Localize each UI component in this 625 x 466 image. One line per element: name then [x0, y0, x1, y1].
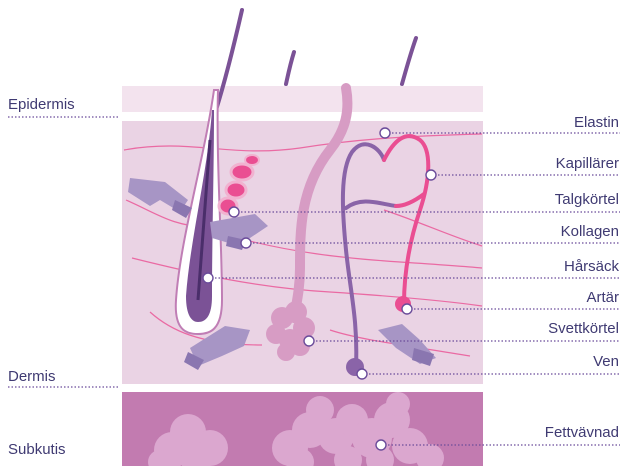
epidermis-layer [122, 86, 483, 112]
label-subcutis: Subkutis [8, 441, 66, 459]
label-dermis: Dermis [8, 368, 56, 386]
label-epidermis: Epidermis [8, 96, 75, 114]
label-talgkortel: Talgkörtel [555, 191, 619, 209]
label-svettkortel: Svettkörtel [548, 320, 619, 338]
hair-shafts [210, 10, 416, 138]
label-fettvavnad: Fettvävnad [545, 424, 619, 442]
layer-leaders [8, 117, 120, 387]
label-kapillarer: Kapillärer [556, 155, 619, 173]
label-elastin: Elastin [574, 114, 619, 132]
label-artar: Artär [586, 289, 619, 307]
label-harsack: Hårsäck [564, 258, 619, 276]
label-kollagen: Kollagen [561, 223, 619, 241]
label-ven: Ven [593, 353, 619, 371]
